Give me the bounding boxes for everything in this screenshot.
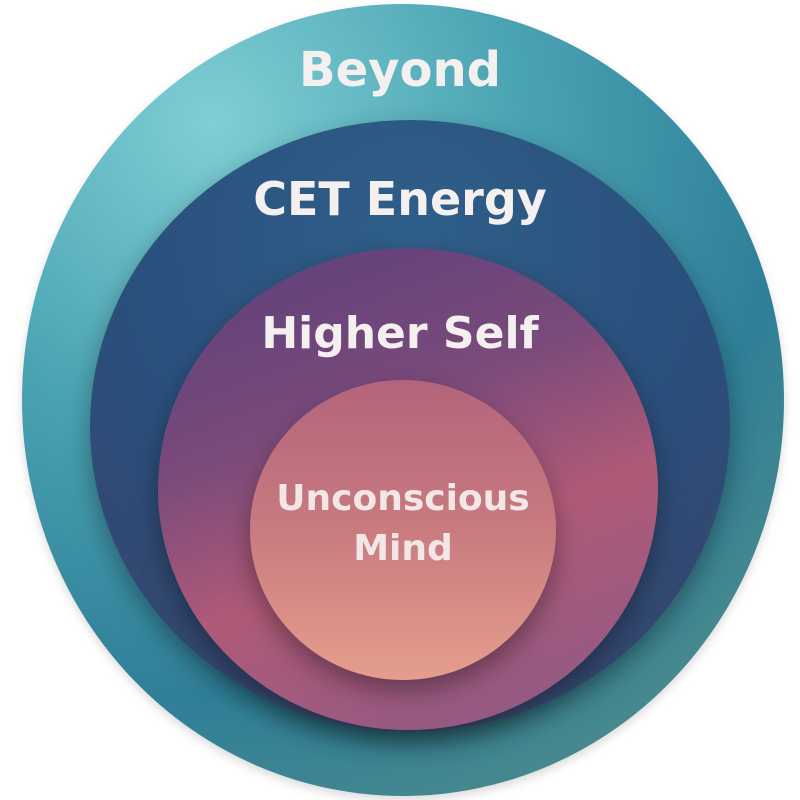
label-line-2: Mind [353,528,453,569]
label-line-1: Unconscious [276,478,530,519]
label-cet-energy: CET Energy [253,172,547,226]
layer-unconscious-mind [250,380,556,680]
label-higher-self: Higher Self [261,308,539,359]
label-beyond: Beyond [299,42,501,98]
